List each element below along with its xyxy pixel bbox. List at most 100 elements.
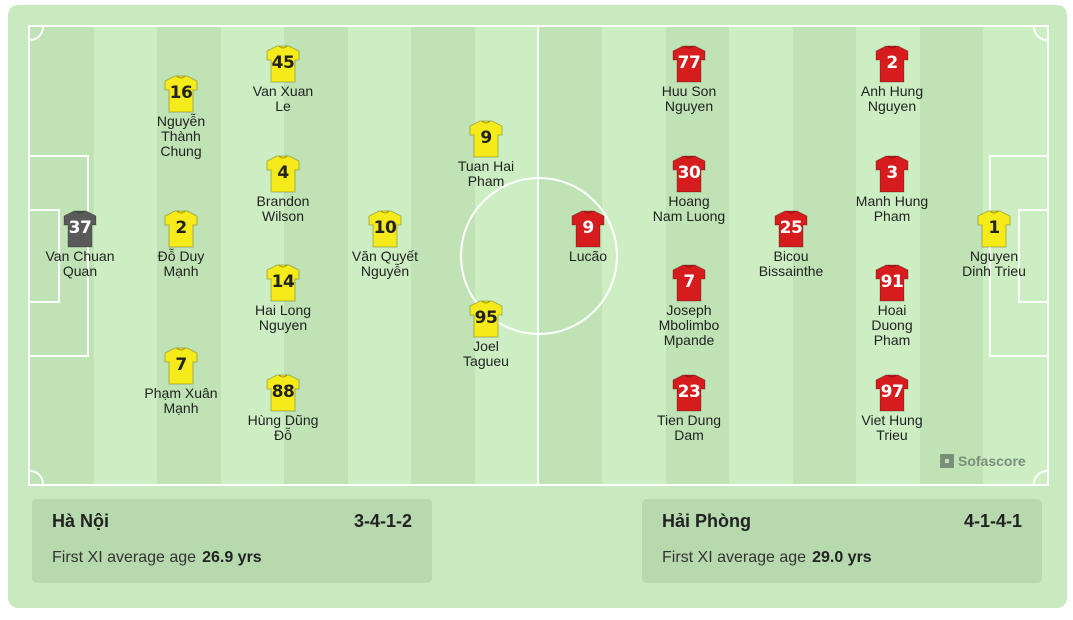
jersey-number: 30	[677, 163, 701, 183]
jersey-icon	[672, 155, 706, 193]
jersey-icon	[875, 155, 909, 193]
player-name-line: Dinh Trieu	[962, 263, 1026, 279]
home-age-value: 26.9 yrs	[202, 549, 262, 566]
jersey-icon	[875, 374, 909, 412]
player-jersey: 1	[977, 210, 1011, 248]
player-name-line: Đỗ Duy	[157, 248, 205, 264]
player-jersey: 97	[875, 374, 909, 412]
jersey-icon	[672, 45, 706, 83]
player-jersey: 3	[875, 155, 909, 193]
player-name-line: Joel	[473, 338, 499, 354]
player-name-line: Nguyễn	[360, 263, 410, 279]
player-name-line: Mbolimbo	[658, 317, 720, 333]
player-jersey: 30	[672, 155, 706, 193]
player-jersey: 9	[571, 210, 605, 248]
pitch-stripe	[792, 27, 858, 484]
jersey-number: 9	[480, 128, 492, 148]
pitch-stripe	[729, 27, 794, 484]
jersey-number: 77	[677, 53, 701, 73]
right-penalty-box	[989, 155, 1047, 357]
player-name-line: Nguyen	[969, 248, 1019, 264]
jersey-icon	[266, 45, 300, 83]
jersey-number: 23	[677, 382, 701, 402]
player-jersey: 7	[672, 264, 706, 302]
player-name-line: Chung	[160, 143, 202, 159]
player-name-line: Pham	[873, 208, 911, 224]
player-jersey: 7	[164, 347, 198, 385]
jersey-number: 2	[175, 218, 187, 238]
jersey-number: 3	[886, 163, 898, 183]
sofascore-brand-label: Sofascore	[958, 453, 1026, 469]
player-name-line: Bissainthe	[758, 263, 824, 279]
jersey-icon	[977, 210, 1011, 248]
player-name-line: Mpande	[663, 332, 715, 348]
player-jersey: 88	[266, 374, 300, 412]
left-goal-box	[30, 209, 60, 303]
sofascore-brand[interactable]: Sofascore	[940, 453, 1026, 469]
home-age-label: First XI average age	[52, 549, 197, 566]
player-name-line: Nam Luong	[652, 208, 726, 224]
jersey-icon	[774, 210, 808, 248]
player-name-line: Pham	[467, 173, 505, 189]
player-name-line: Huu Son	[661, 83, 717, 99]
player-jersey: 23	[672, 374, 706, 412]
away-formation: 4-1-4-1	[963, 511, 1022, 531]
player-name-line: Nguyen	[258, 317, 308, 333]
away-age-value: 29.0 yrs	[812, 549, 872, 566]
away-team-name[interactable]: Hải Phòng	[662, 511, 751, 531]
pitch-stripe	[983, 27, 1047, 484]
player-name-line: Tuan Hai	[457, 158, 515, 174]
right-goal-box	[1018, 209, 1047, 303]
home-team-name[interactable]: Hà Nội	[52, 511, 110, 531]
player-name-line: Phạm Xuân	[144, 385, 218, 401]
jersey-icon	[672, 264, 706, 302]
jersey-number: 9	[582, 218, 594, 238]
jersey-number: 45	[271, 53, 295, 73]
player-name-line: Wilson	[261, 208, 304, 224]
player-name-line: Nguyễn	[156, 113, 206, 129]
player-name-line: Van Xuan	[252, 83, 314, 99]
player-name-line: Viet Hung	[861, 412, 923, 428]
player-jersey: 25	[774, 210, 808, 248]
jersey-number: 7	[683, 272, 695, 292]
player-jersey: 77	[672, 45, 706, 83]
pitch-stripe	[347, 27, 413, 484]
jersey-number: 14	[271, 272, 295, 292]
home-formation: 3-4-1-2	[353, 511, 412, 531]
pitch-stripe	[30, 27, 95, 484]
player-name-line: Nguyen	[867, 98, 917, 114]
player-name-line: Mạnh	[163, 263, 199, 279]
